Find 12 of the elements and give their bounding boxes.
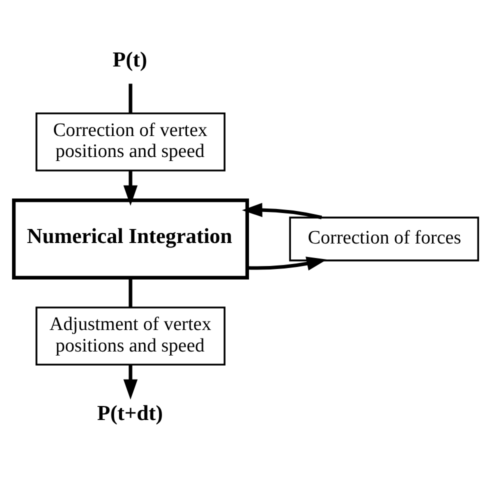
node-box: Correction of forces xyxy=(288,216,479,261)
node-box: Numerical Integration xyxy=(12,198,248,279)
arrow xyxy=(122,364,138,400)
node-text: P(t+dt) xyxy=(96,400,162,424)
node-box: Correction of vertex positions and speed xyxy=(35,112,225,171)
arrow xyxy=(122,170,138,206)
arrow xyxy=(246,256,326,270)
node-box: Adjustment of vertex positions and speed xyxy=(35,306,225,365)
connector xyxy=(128,278,132,307)
connector xyxy=(128,83,132,112)
arrow xyxy=(242,202,322,219)
node-text: P(t) xyxy=(112,46,147,71)
